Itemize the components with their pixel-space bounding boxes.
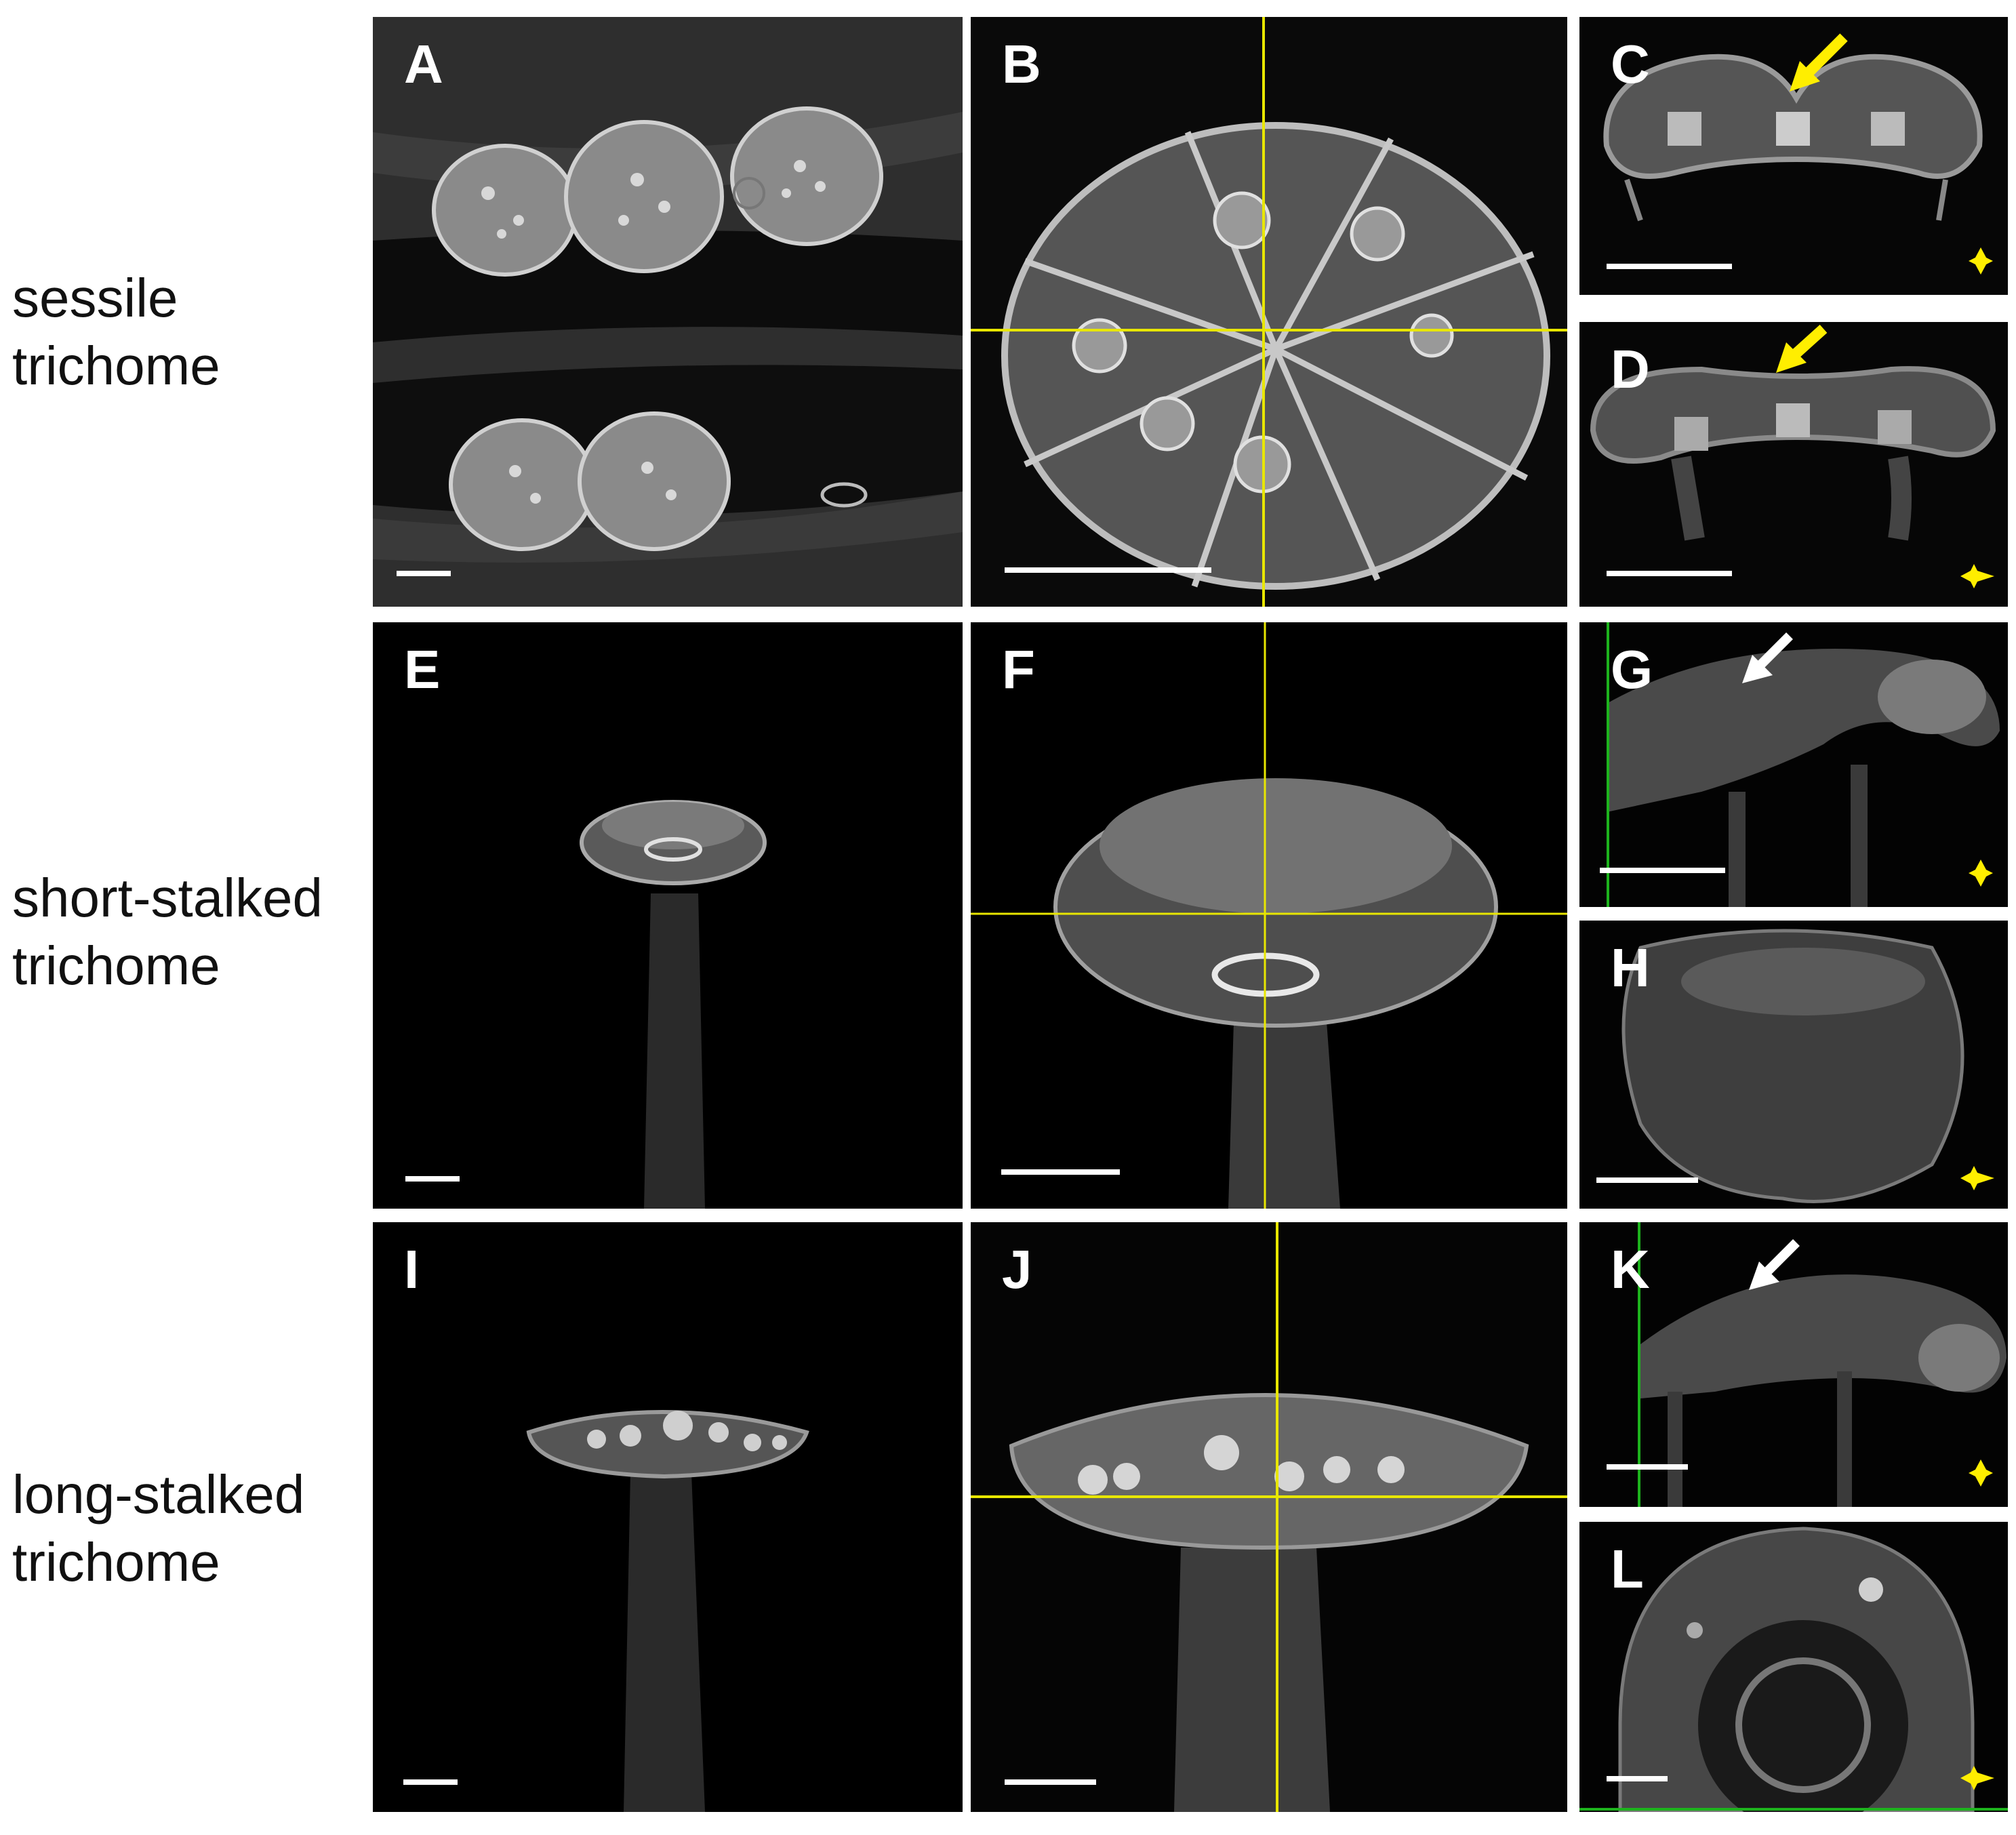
double-arrow-star-icon [1969, 247, 1993, 275]
panel-a: A [373, 17, 963, 607]
panel-d-image [1579, 322, 2008, 607]
scale-bar-h [1596, 1177, 1698, 1183]
scale-bar-f [1001, 1169, 1120, 1175]
panel-b: B [971, 17, 1567, 607]
scale-bar-b [1005, 567, 1211, 573]
arrow-icon [1776, 325, 1828, 373]
panel-label-l: L [1611, 1539, 1644, 1599]
panel-e-image [373, 622, 963, 1209]
panel-i-image [373, 1222, 963, 1812]
panel-l: L [1579, 1522, 2008, 1812]
row-label-sessile: sessile trichome [12, 268, 220, 396]
panel-l-image [1579, 1522, 2008, 1812]
panel-label-k: K [1611, 1239, 1650, 1299]
double-arrow-star-icon [1969, 1459, 1993, 1487]
scale-bar-j [1005, 1779, 1096, 1785]
panel-d: D [1579, 322, 2008, 607]
panel-j: J [971, 1222, 1567, 1812]
panel-c: C [1579, 17, 2008, 295]
panel-k-image [1579, 1222, 2008, 1507]
scale-bar-c [1607, 264, 1732, 269]
panel-label-c: C [1611, 34, 1650, 94]
panel-label-a: A [404, 34, 443, 94]
panel-c-image [1579, 17, 2008, 295]
panel-e: E [373, 622, 963, 1209]
scale-bar-l [1607, 1776, 1668, 1781]
arrow-icon [1790, 33, 1848, 92]
panel-label-g: G [1611, 639, 1653, 700]
arrow-icon [1742, 632, 1793, 683]
panel-b-image [971, 17, 1567, 607]
panel-label-j: J [1002, 1239, 1032, 1299]
panel-label-h: H [1611, 937, 1650, 998]
scale-bar-i [403, 1779, 458, 1785]
panel-h-image [1579, 921, 2008, 1209]
panel-label-i: I [404, 1239, 420, 1299]
double-arrow-star-icon [1960, 1166, 1994, 1190]
double-arrow-star-icon [1969, 860, 1993, 887]
panel-g: G [1579, 622, 2008, 907]
panel-a-image [373, 17, 963, 607]
panel-k: K [1579, 1222, 2008, 1507]
scale-bar-e [405, 1176, 460, 1182]
double-arrow-star-icon [1960, 1766, 1994, 1790]
double-arrow-star-icon [1960, 564, 1994, 588]
panel-label-b: B [1002, 34, 1041, 94]
scale-bar-k [1607, 1464, 1688, 1470]
scale-bar-d [1607, 571, 1732, 576]
arrow-icon [1749, 1239, 1800, 1290]
panel-label-d: D [1611, 339, 1650, 399]
scale-bar-a [397, 571, 451, 576]
panel-label-e: E [404, 639, 441, 700]
panel-f-image [971, 622, 1567, 1209]
panel-f: F [971, 622, 1567, 1209]
panel-i: I [373, 1222, 963, 1812]
row-label-long-stalked: long-stalked trichome [12, 1464, 305, 1592]
scale-bar-g [1600, 868, 1725, 873]
row-label-short-stalked: short-stalked trichome [12, 868, 323, 996]
panel-h: H [1579, 921, 2008, 1209]
panel-g-image [1579, 622, 2008, 907]
panel-label-f: F [1002, 639, 1035, 700]
panel-j-image [971, 1222, 1567, 1812]
